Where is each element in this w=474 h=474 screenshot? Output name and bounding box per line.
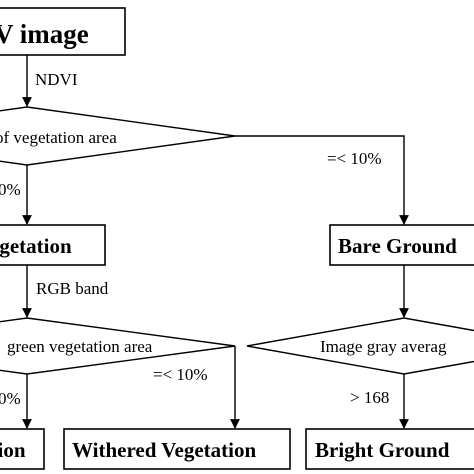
edge-gt-168-label: > 168 (350, 388, 389, 407)
edge-le-10-bottom-label: =< 10% (153, 365, 208, 384)
node-bare-ground-box (329, 224, 474, 266)
edge-gt-10-top-label: 0% (0, 180, 21, 199)
node-withered-vegetation-label: Withered Vegetation (72, 438, 256, 462)
edge-le-10-top-label: =< 10% (327, 149, 382, 168)
node-green-vegetation-box (0, 428, 45, 470)
edge-gt-10-bottom-label: 0% (0, 389, 21, 408)
node-source-image-box (0, 7, 126, 56)
decision-image-gray-average-label: Image gray averag (320, 337, 447, 356)
edge-rgb-band-label: RGB band (36, 279, 109, 298)
node-withered-vegetation: Withered Vegetation (63, 428, 291, 470)
decision-vegetation-area-label: of vegetation area (0, 128, 117, 147)
node-bright-ground: Bright Ground (305, 428, 474, 470)
node-vegetation-box (0, 224, 106, 266)
decision-image-gray-average-diamond (246, 317, 474, 375)
node-green-vegetation: ation (0, 428, 45, 470)
node-bright-ground-label: Bright Ground (315, 438, 450, 462)
decision-green-vegetation-area-label: green vegetation area (7, 337, 153, 356)
node-source-image: V image (0, 7, 126, 56)
decision-vegetation-area: of vegetation area (0, 106, 236, 166)
node-bright-ground-box (305, 428, 474, 470)
node-vegetation-label: egetation (0, 234, 72, 258)
node-bare-ground-label: Bare Ground (338, 234, 457, 258)
node-green-vegetation-label: ation (0, 438, 26, 462)
decision-image-gray-average: Image gray averag (246, 317, 474, 375)
node-vegetation: egetation (0, 224, 106, 266)
edge-ndvi-label: NDVI (35, 70, 78, 89)
edge-le-10-top-arrow (235, 135, 409, 225)
node-withered-vegetation-box (63, 428, 291, 470)
node-source-image-label: V image (0, 19, 89, 49)
node-bare-ground: Bare Ground (329, 224, 474, 266)
